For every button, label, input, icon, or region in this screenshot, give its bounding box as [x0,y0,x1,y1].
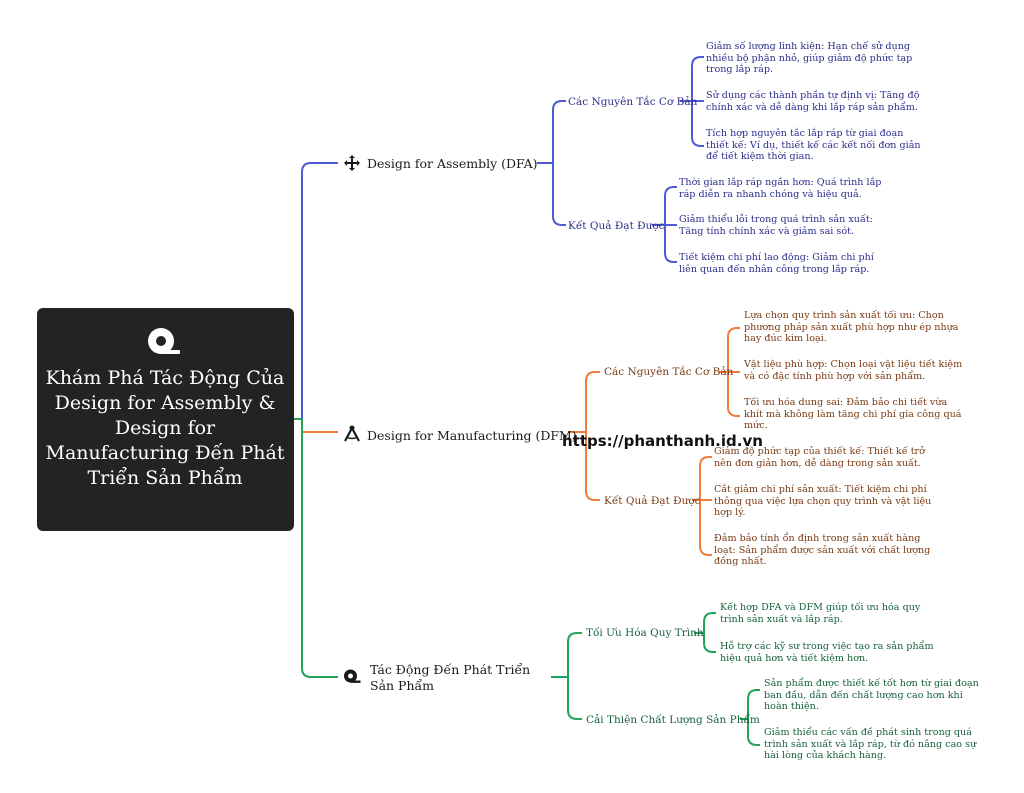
tape-roll-icon [148,328,180,354]
connector-dfa-groups [537,100,566,226]
connector-dfa-results [652,186,677,263]
connector-impact-quality [740,689,760,746]
move-arrows-icon [344,155,360,171]
impact-quality-item: Sản phẩm được thiết kế tốt hơn từ giai đ… [764,678,979,713]
dfm-result-item: Giảm độ phức tạp của thiết kế: Thiết kế … [714,446,925,469]
dfa-result-item: Giảm thiểu lỗi trong quá trình sản xuất:… [679,214,873,237]
impact-process-item: Kết hợp DFA và DFM giúp tối ưu hóa quy t… [720,602,921,625]
dfm-group-principles[interactable]: Các Nguyên Tắc Cơ Bản [604,366,734,378]
dfa-result-item: Thời gian lắp ráp ngắn hơn: Quá trình lắ… [679,177,882,200]
dfa-result-item: Tiết kiệm chi phí lao động: Giảm chi phí… [679,252,874,275]
dfa-principle-item: Tích hợp nguyên tắc lắp ráp từ giai đoạn… [706,128,921,163]
compass-icon [344,425,360,442]
dfm-group-results[interactable]: Kết Quả Đạt Được [604,495,701,507]
dfm-result-item: Cắt giảm chi phí sản xuất: Tiết kiệm chi… [714,484,932,519]
impact-group-process[interactable]: Tối Ưu Hóa Quy Trình [586,627,704,639]
dfm-principle-item: Vật liệu phù hợp: Chọn loại vật liệu tiế… [744,359,963,382]
dfm-principle-item: Tối ưu hóa dung sai: Đảm bảo chi tiết vừ… [744,397,962,432]
connector-dfm-principles [719,327,740,417]
branch-impact-label[interactable]: Tác Động Đến Phát Triển Sản Phẩm [370,662,531,693]
dfa-principle-item: Giảm số lượng linh kiện: Hạn chế sử dụng… [706,41,913,76]
dfa-group-results[interactable]: Kết Quả Đạt Được [568,220,665,232]
dfa-group-principles[interactable]: Các Nguyên Tắc Cơ Bản [568,96,698,108]
watermark-url: https://phanthanh.id.vn [562,432,763,450]
tape-roll-icon [344,669,361,683]
root-title: Khám Phá Tác Động Của Design for Assembl… [45,367,285,489]
dfm-principle-item: Lựa chọn quy trình sản xuất tối ưu: Chọn… [744,310,959,345]
impact-group-quality[interactable]: Cải Thiện Chất Lượng Sản Phẩm [586,714,760,726]
dfa-principle-item: Sử dụng các thành phần tự định vị: Tăng … [706,90,920,113]
branch-dfm-label[interactable]: Design for Manufacturing (DFM) [367,428,577,443]
connector-dfa-principles [680,56,704,147]
connector-dfm-groups [568,371,600,501]
connector-dfa [301,162,338,419]
impact-process-item: Hỗ trợ các kỹ sư trong việc tạo ra sản p… [720,641,934,664]
branch-dfa-label[interactable]: Design for Assembly (DFA) [367,156,538,171]
connector-impact-process [694,612,716,653]
connector-impact-groups [551,632,582,720]
impact-quality-item: Giảm thiểu các vấn đề phát sinh trong qu… [764,727,977,762]
connector-dfm-results [692,456,712,556]
connector-impact [301,419,338,678]
dfm-result-item: Đảm bảo tính ổn định trong sản xuất hàng… [714,533,931,568]
